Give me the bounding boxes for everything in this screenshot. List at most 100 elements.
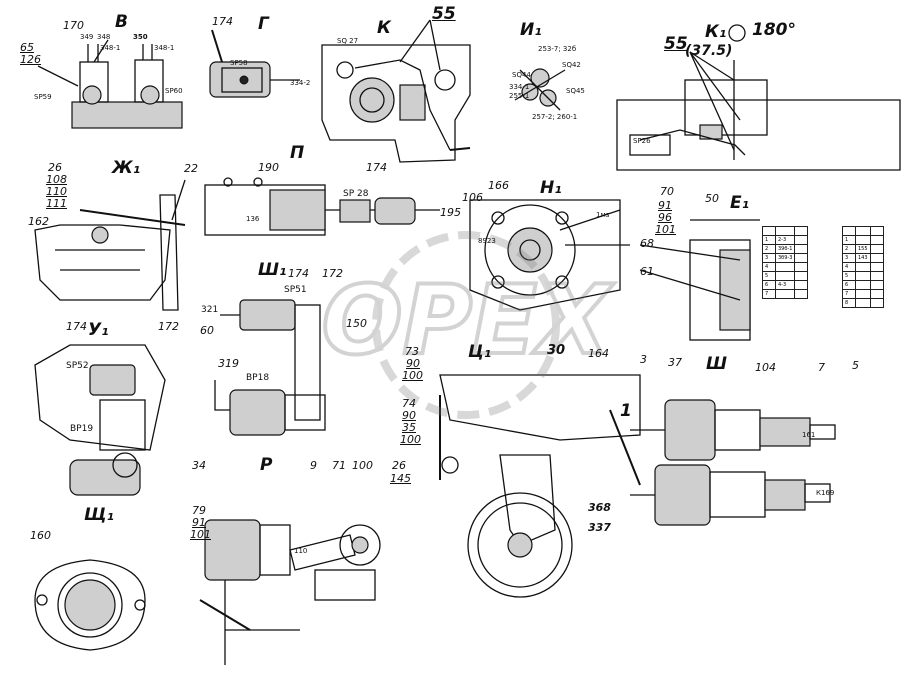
callout: ВР19 <box>70 424 94 434</box>
callout: 166 <box>488 179 509 192</box>
callout: 174 <box>288 267 309 280</box>
table-cell <box>794 235 809 245</box>
callout: 35 <box>402 421 416 434</box>
callout: 368 <box>588 501 611 514</box>
callout: SP58 <box>230 59 248 67</box>
view-letter-p: П <box>290 143 305 163</box>
table-cell: 4-3 <box>774 280 796 290</box>
view-letter-v: В <box>115 12 128 32</box>
watermark-text: OPEX <box>322 266 615 376</box>
callout: 73 <box>405 345 419 358</box>
callout: 174 <box>66 320 87 333</box>
callout: 65 <box>20 41 34 54</box>
table-cell: 1 <box>762 235 776 245</box>
callout: ВР18 <box>246 373 270 383</box>
view-letter-shch1: Щ₁ <box>84 505 114 525</box>
callout: 108 <box>46 173 67 186</box>
callout: 60 <box>200 324 214 337</box>
rotation-angle: 180° <box>752 20 796 40</box>
callout: 160 <box>30 529 51 542</box>
callout: 5 <box>852 359 859 372</box>
callout: 90 <box>402 409 416 422</box>
callout: SP51 <box>284 285 307 295</box>
callout: 145 <box>390 472 411 485</box>
table-cell <box>762 226 776 236</box>
callout: SQ 27 <box>337 37 359 45</box>
callout: 334-1 <box>509 83 530 91</box>
table-row <box>762 226 809 236</box>
callout: 70 <box>660 185 674 198</box>
callout: 257-2; 260-1 <box>532 113 578 121</box>
view-u1-drawing <box>34 344 166 496</box>
table-cell <box>869 262 884 272</box>
view-letter-u1: У₁ <box>88 320 109 340</box>
table-row: 5 <box>762 271 809 281</box>
callout: 91 <box>658 199 672 212</box>
table-row <box>842 226 884 236</box>
table-cell <box>774 262 796 272</box>
table-row: 8 <box>842 298 884 308</box>
callout: 321 <box>201 305 219 315</box>
callout: 9 <box>310 459 317 472</box>
callout: 174 <box>366 161 387 174</box>
table-row: 4 <box>762 262 809 272</box>
table-cell: 1 <box>842 235 856 245</box>
table-cell <box>869 253 884 263</box>
callout: 68 <box>640 237 654 250</box>
table-cell <box>855 271 871 281</box>
table-cell: 4 <box>762 262 776 272</box>
callout: SQ42 <box>562 61 581 69</box>
table-cell <box>794 253 809 263</box>
table-cell: 2 <box>762 244 776 254</box>
view-k-drawing <box>321 19 471 163</box>
callout: 174 <box>212 15 233 28</box>
table-cell <box>794 226 809 236</box>
view-v-drawing <box>37 39 183 129</box>
callout: 110 <box>294 547 308 555</box>
table-cell: 3б9-3 <box>774 253 796 263</box>
callout: SP60 <box>165 87 183 95</box>
table-row: 4 <box>842 262 884 272</box>
callout: 1мs <box>596 211 610 219</box>
table-cell <box>794 262 809 272</box>
callout: 100 <box>402 369 423 382</box>
callout: SP26 <box>633 137 651 145</box>
callout: 26 <box>48 161 62 174</box>
table-cell: 5 <box>762 271 776 281</box>
table-cell: 143 <box>855 253 871 263</box>
rotation-ref: (37.5) <box>685 43 733 59</box>
view-p-drawing <box>204 177 440 236</box>
view-i1-drawing <box>514 68 566 111</box>
callout: 3 <box>640 353 647 366</box>
callout: 26 <box>392 459 406 472</box>
callout: SQ45 <box>566 87 585 95</box>
callout: К169 <box>816 489 835 497</box>
table-row: 1 <box>842 235 884 245</box>
table-cell <box>869 298 884 308</box>
table-cell: 39б-1 <box>774 244 796 254</box>
view-k1-drawing <box>616 24 901 171</box>
table-cell <box>855 280 871 290</box>
callout: 79 <box>192 504 206 517</box>
callout: SP 28 <box>343 189 369 199</box>
callout: 91 <box>192 516 206 529</box>
table-cell: 3 <box>842 253 856 263</box>
callout: 337 <box>588 521 611 534</box>
table-cell: 8 <box>842 298 856 308</box>
callout: 71 <box>332 459 346 472</box>
callout: 348-1 <box>100 44 121 52</box>
callout: 162 <box>28 215 49 228</box>
table-cell <box>855 226 871 236</box>
callout: 37 <box>668 356 682 369</box>
callout: 61 <box>640 265 654 278</box>
callout: 7 <box>818 361 825 374</box>
callout: 100 <box>400 433 421 446</box>
table-cell: 155 <box>855 244 871 254</box>
view-letter-n1: Н₁ <box>540 178 562 198</box>
